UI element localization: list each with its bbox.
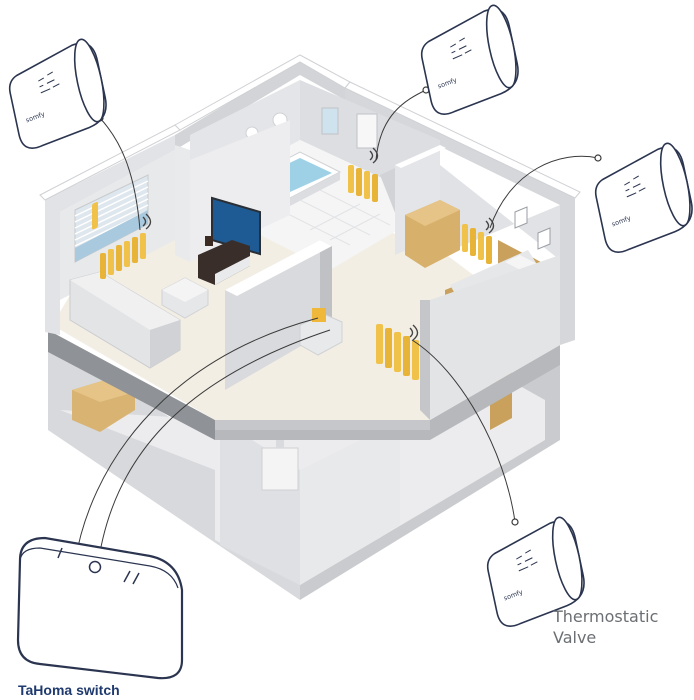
center-wall-top — [225, 240, 332, 296]
tahoma-switch-label: TaHoma switch — [18, 682, 120, 698]
wire-hub-b — [96, 329, 331, 573]
floor-slab — [48, 330, 215, 440]
wire-valve-topmid — [375, 89, 427, 161]
back-wall-left — [45, 135, 175, 335]
boiler — [261, 447, 299, 491]
radiator-bathroom — [348, 165, 378, 202]
frame-1 — [514, 206, 528, 229]
tv — [211, 196, 261, 256]
partition-wall-left — [175, 145, 190, 262]
radiator-bedroom — [462, 224, 492, 264]
wifi-signals — [142, 147, 495, 341]
wire-hub-a — [74, 317, 319, 563]
wire-valve-right — [489, 155, 599, 229]
wire-valve-topleft — [99, 117, 141, 231]
thermostatic-valve-3: somfy — [594, 142, 693, 253]
bedroom-divider-top — [395, 145, 446, 168]
connection-wires — [74, 89, 599, 573]
right-front-wall — [430, 255, 560, 420]
bathroom-tiles — [279, 189, 391, 246]
basement-wall-right — [300, 420, 400, 585]
tahoma-switch-hub — [16, 536, 184, 680]
radiator-hall — [376, 324, 419, 380]
bathroom-mirror — [356, 113, 378, 149]
front-wall-lower-edge — [215, 420, 430, 430]
hub-led-icon — [88, 560, 102, 574]
bathroom-window — [321, 107, 339, 135]
thermostatic-valve-4: somfy — [486, 516, 585, 627]
right-front-wall-side — [420, 300, 430, 420]
radiator-living — [92, 202, 146, 279]
thermostatic-valve-label-line2: Valve — [553, 628, 596, 647]
frame-2 — [537, 227, 551, 250]
thermostatic-valve-1: somfy — [8, 38, 107, 149]
wire-valve-bottom — [411, 339, 516, 523]
thermostatic-valve-label-line1: Thermostatic — [552, 607, 658, 626]
lamp — [205, 236, 213, 246]
house-cutaway — [39, 54, 581, 600]
thermostatic-valve-2: somfy — [420, 4, 519, 115]
tv-stand — [198, 240, 250, 285]
radiators — [92, 165, 492, 380]
